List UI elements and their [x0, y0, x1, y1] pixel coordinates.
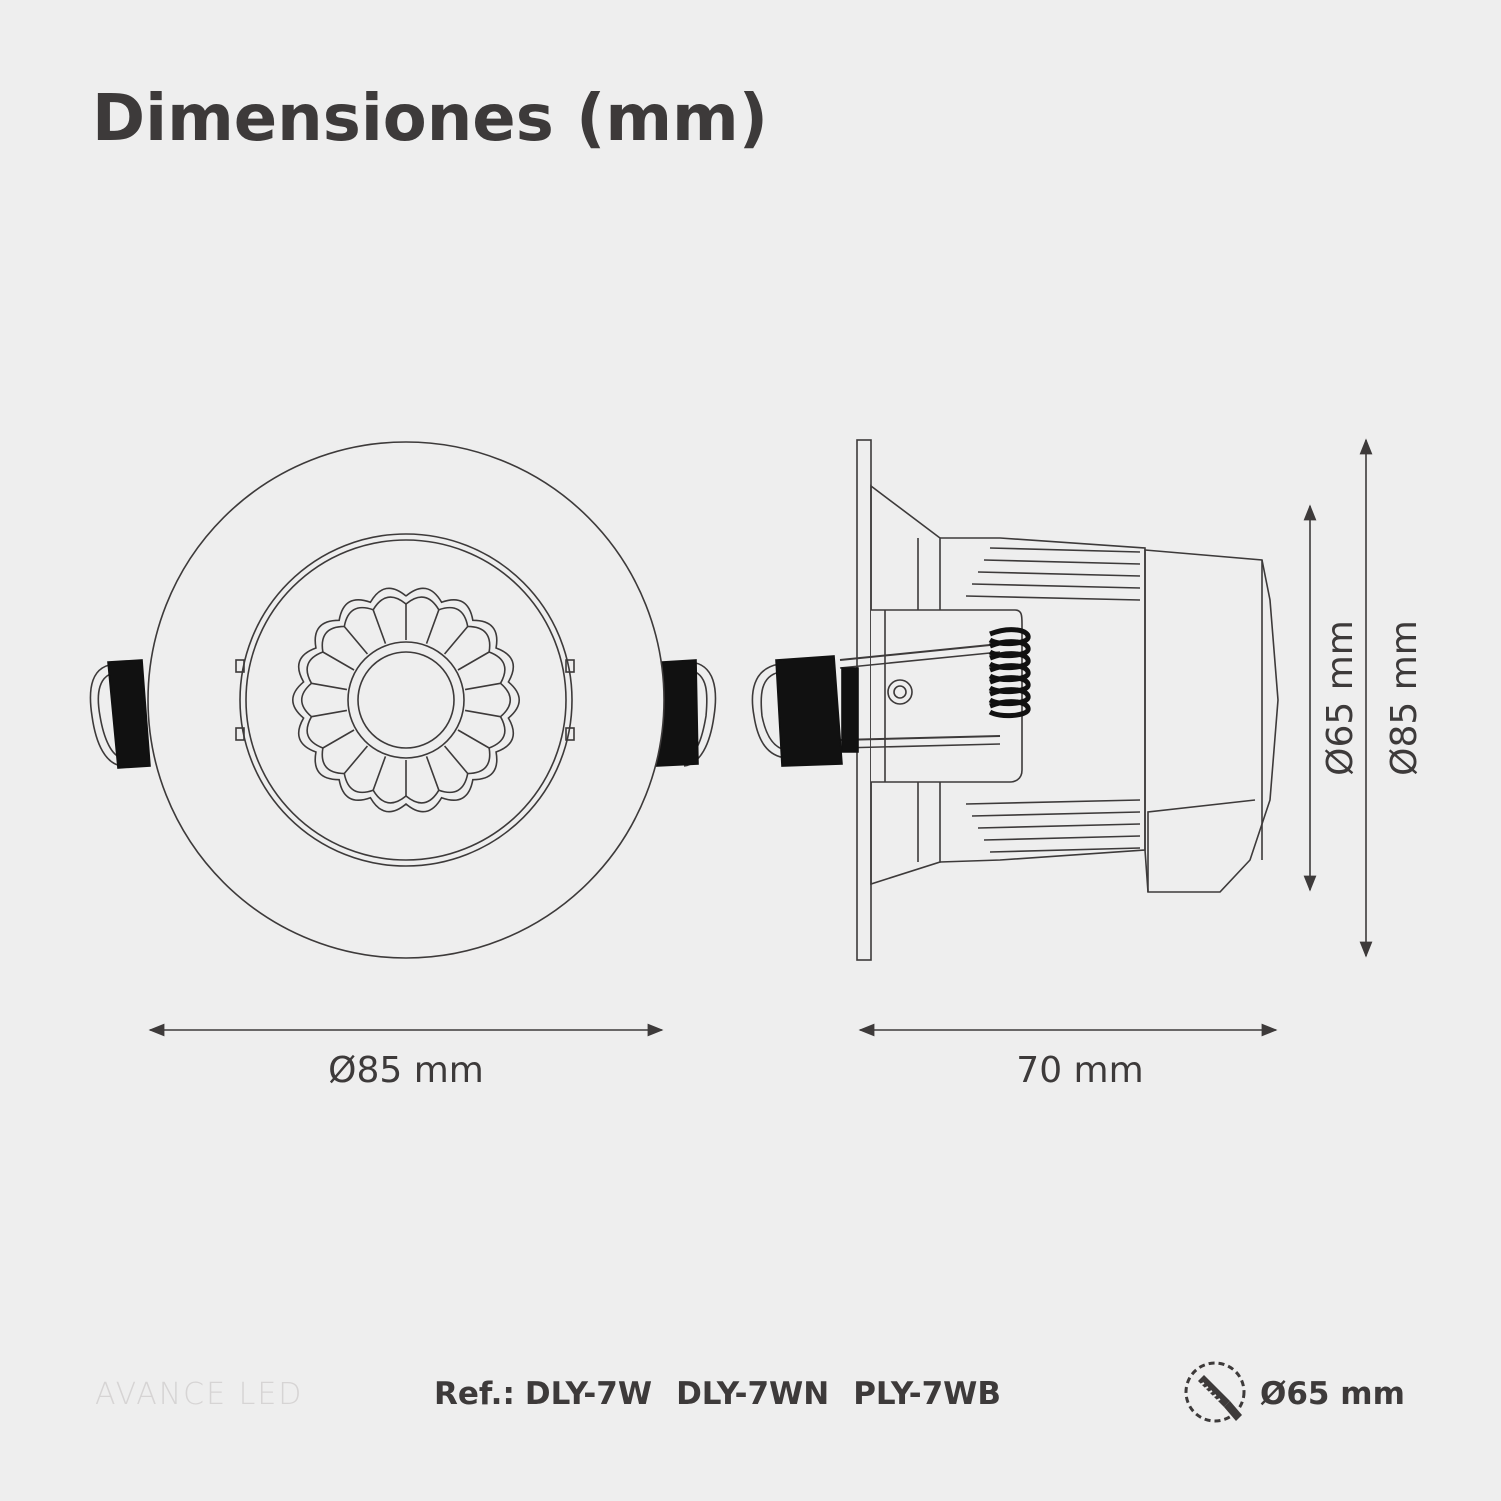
front-lens-outer	[347, 641, 465, 759]
side-spring-plate	[871, 609, 1023, 783]
saw-cutout-icon	[1184, 1361, 1246, 1423]
front-inner-ring	[239, 533, 573, 867]
cutout-spec: Ø65 mm	[1182, 1361, 1405, 1423]
front-reflector	[291, 587, 521, 813]
front-lens	[357, 651, 455, 749]
front-left-spring-loop	[89, 663, 123, 767]
body-height-label: Ø65 mm	[1320, 620, 1361, 776]
ref-item: DLY-7WN	[676, 1376, 830, 1412]
side-depth-label: 70 mm	[1016, 1050, 1143, 1091]
cutout-label: Ø65 mm	[1260, 1376, 1405, 1412]
ref-prefix: Ref.:	[434, 1376, 515, 1412]
reference-list: Ref.: DLY-7W DLY-7WN PLY-7WB	[434, 1372, 1025, 1416]
ref-item: DLY-7W	[524, 1376, 653, 1412]
dimension-lines	[148, 438, 1373, 1037]
side-flange	[856, 439, 872, 961]
page-title: Dimensiones (mm)	[92, 82, 768, 156]
total-height-label: Ø85 mm	[1384, 620, 1425, 776]
front-view	[89, 441, 717, 959]
front-outer-ring	[147, 441, 665, 959]
ref-item: PLY-7WB	[853, 1376, 1001, 1412]
side-spring-coil	[988, 627, 1031, 719]
side-view	[751, 439, 1279, 961]
side-driver-box	[1144, 549, 1279, 893]
front-width-label: Ø85 mm	[328, 1050, 484, 1091]
side-left-clip	[775, 655, 843, 767]
side-rivet	[887, 679, 913, 705]
side-spring-loop	[751, 663, 787, 759]
brand-logo: AVANCE LED	[95, 1376, 304, 1412]
front-left-clip	[107, 659, 151, 769]
